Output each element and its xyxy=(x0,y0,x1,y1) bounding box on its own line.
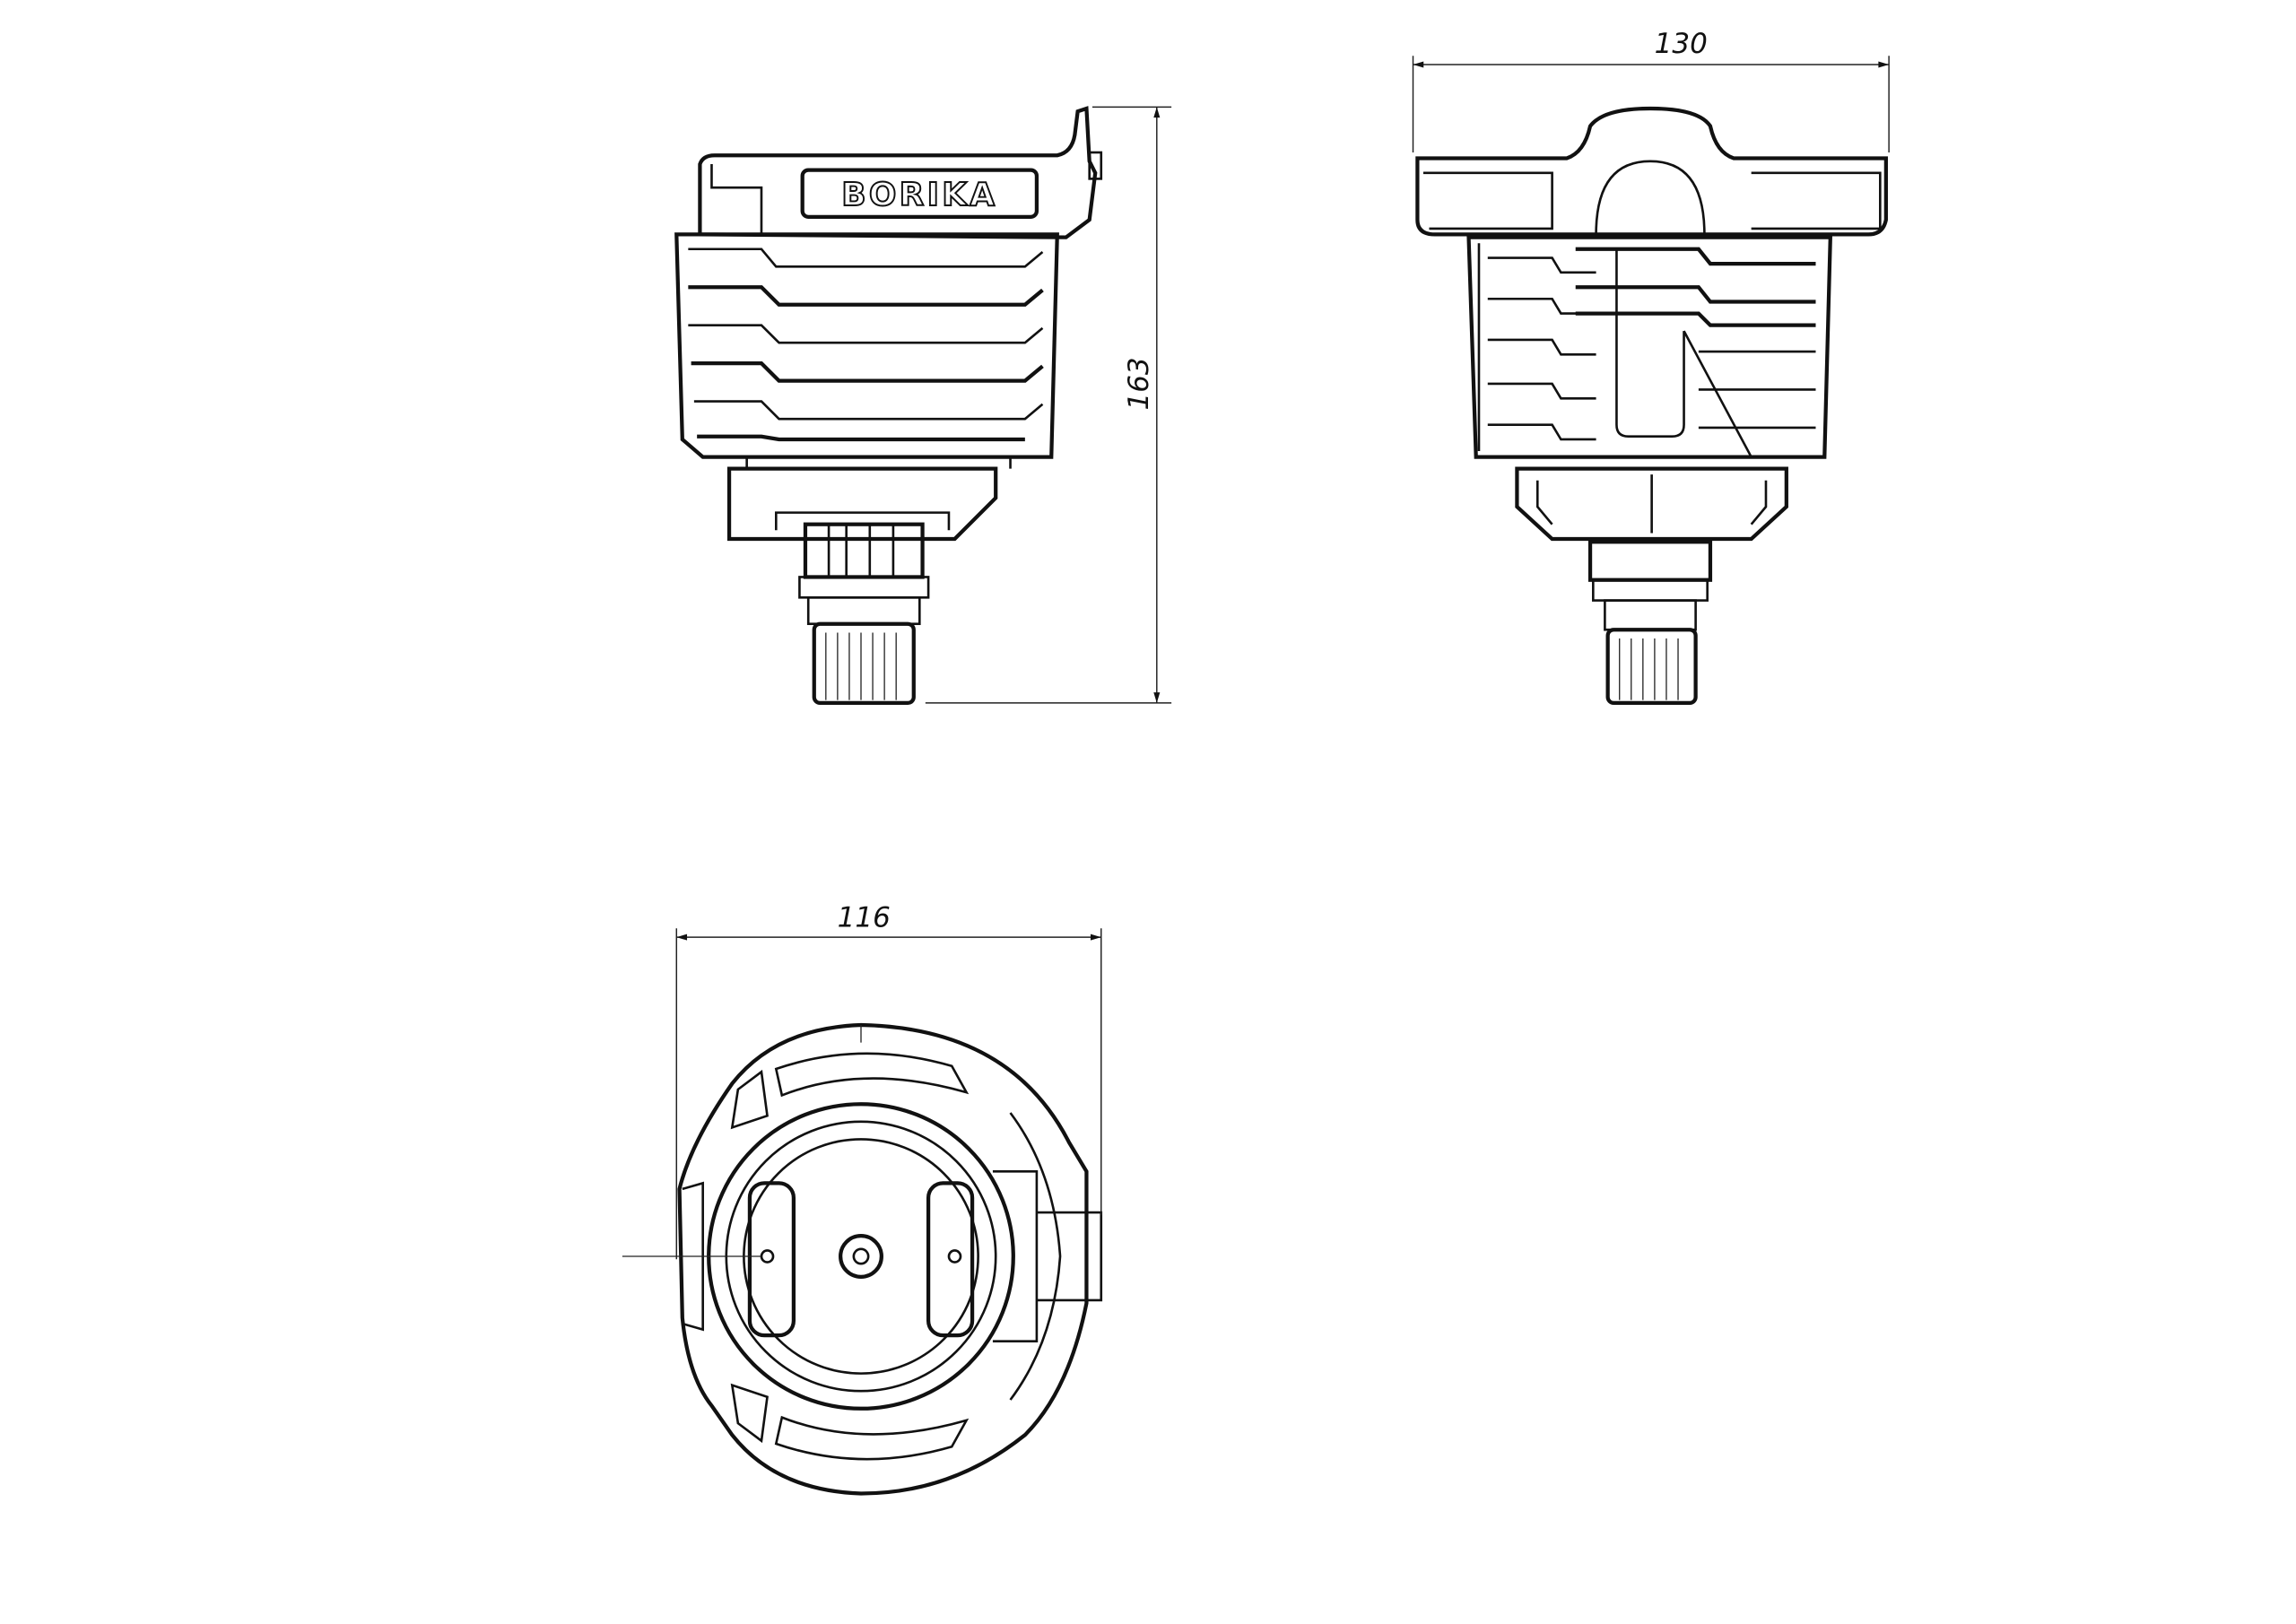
top-width-dimension: 116 xyxy=(675,902,1102,1260)
brand-logo: BORIKA xyxy=(841,177,997,213)
dimension-side-width-label: 130 xyxy=(1655,28,1708,60)
side-view xyxy=(1415,106,1888,705)
front-ribs xyxy=(688,248,1044,442)
side-ribs xyxy=(1487,247,1816,458)
front-view: BORIKA xyxy=(674,106,1103,705)
logo-plate xyxy=(800,168,1039,219)
side-width-dimension: 130 xyxy=(1412,28,1890,152)
dimension-top-width-label: 116 xyxy=(838,902,891,934)
dimension-height-label: 163 xyxy=(1123,357,1155,410)
height-dimension: 163 xyxy=(925,106,1172,704)
top-view xyxy=(622,1022,1103,1496)
